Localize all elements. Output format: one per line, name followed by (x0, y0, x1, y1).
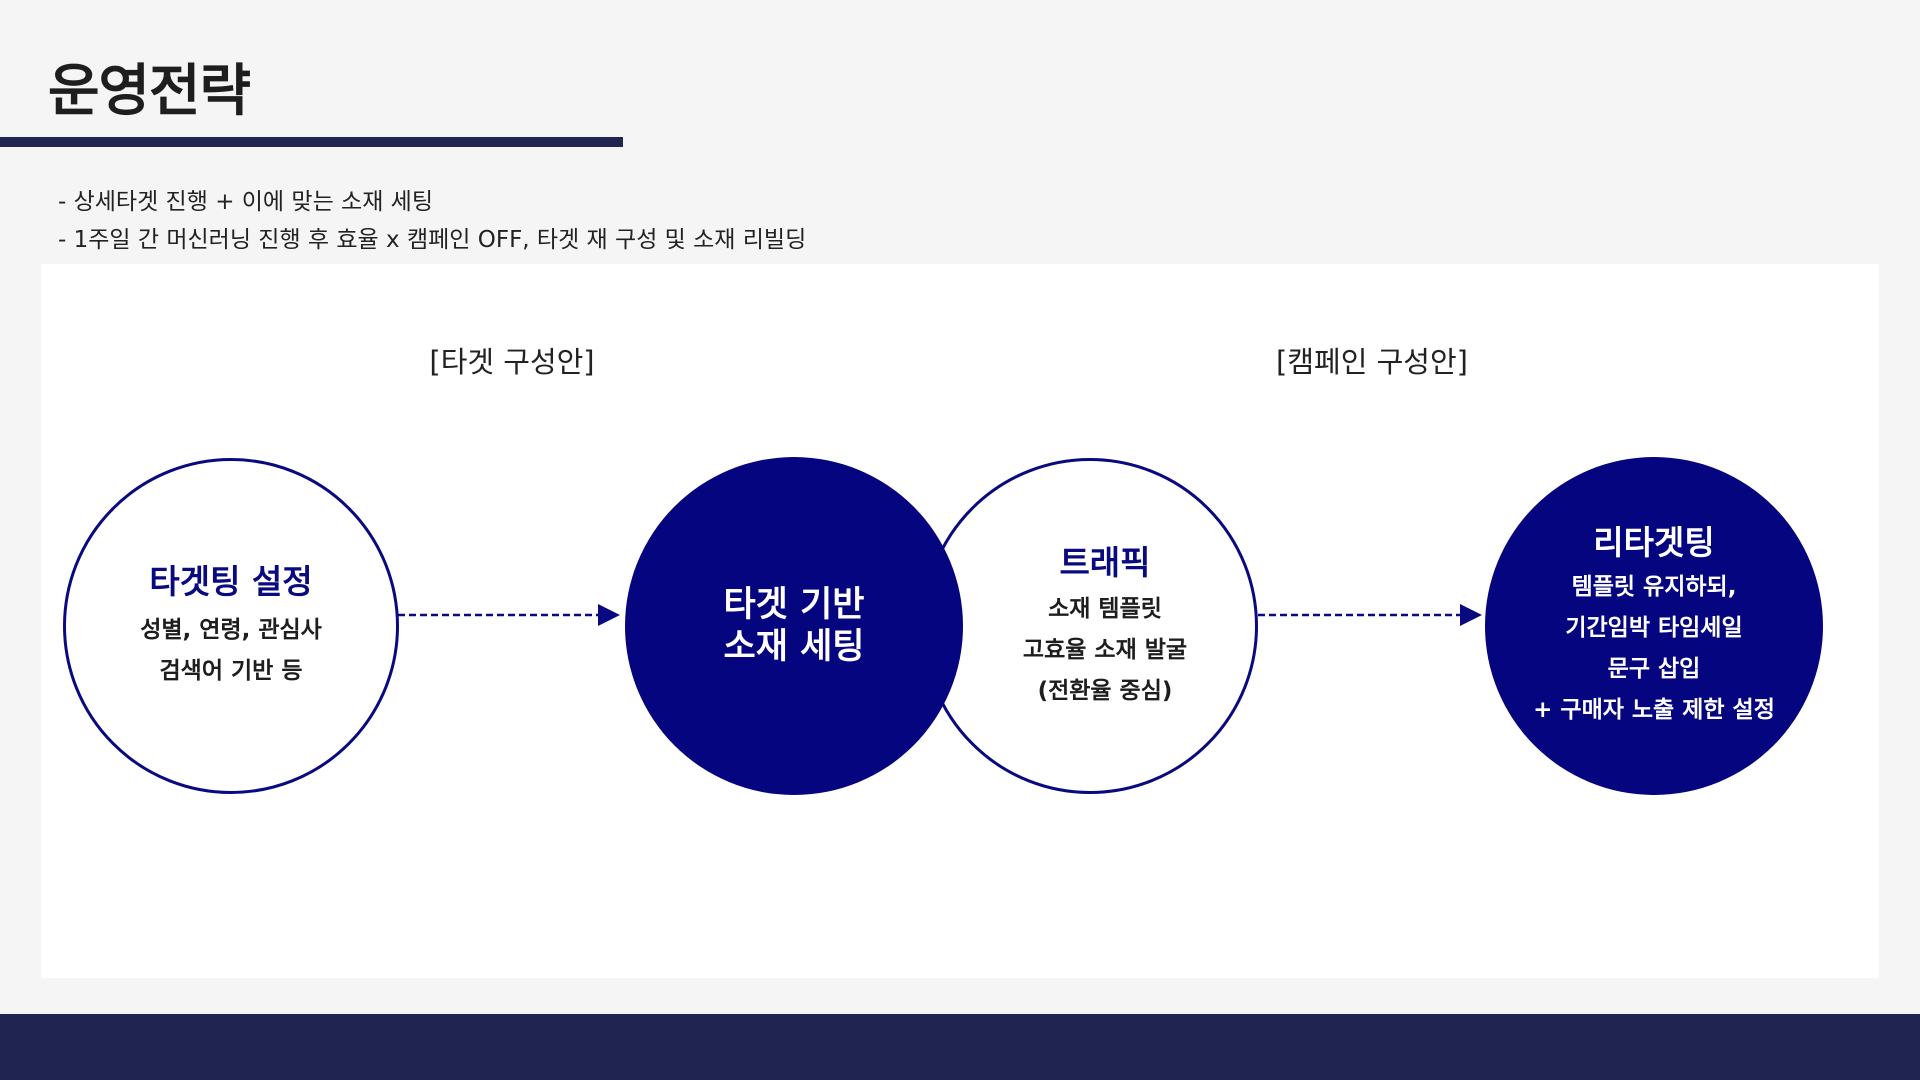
traffic-line: (전환율 중심) (1037, 677, 1173, 704)
footer-bar (0, 1014, 1920, 1080)
campaign-group-label: [캠페인 구성안] (1276, 345, 1468, 379)
retargeting-line: + 구매자 노출 제한 설정 (1533, 697, 1775, 723)
arrow-right-icon (398, 604, 620, 626)
creative-line: 타겟 기반 (723, 585, 865, 625)
retargeting-circle: 리타겟팅 템플릿 유지하되, 기간임박 타임세일 문구 삽입 + 구매자 노출 … (1485, 457, 1823, 795)
targeting-heading: 타겟팅 설정 (149, 562, 313, 601)
retargeting-line: 기간임박 타임세일 (1565, 615, 1743, 641)
target-group-label: [타겟 구성안] (429, 345, 595, 379)
targeting-line: 성별, 연령, 관심사 (140, 617, 322, 643)
traffic-circle: 트래픽 소재 템플릿 고효율 소재 발굴 (전환율 중심) (922, 458, 1258, 794)
bullet-list: - 상세타겟 진행 + 이에 맞는 소재 세팅 - 1주일 간 머신러닝 진행 … (58, 183, 806, 259)
traffic-line: 소재 템플릿 (1048, 595, 1162, 622)
traffic-heading: 트래픽 (1059, 542, 1151, 582)
page-title: 운영전략 (48, 59, 251, 124)
targeting-circle: 타겟팅 설정 성별, 연령, 관심사 검색어 기반 등 (63, 458, 399, 794)
creative-circle: 타겟 기반 소재 세팅 (625, 457, 963, 795)
targeting-line: 검색어 기반 등 (159, 658, 303, 684)
creative-line: 소재 세팅 (723, 627, 865, 667)
title-underline (0, 137, 623, 147)
traffic-content: 트래픽 소재 템플릿 고효율 소재 발굴 (전환율 중심) (993, 541, 1187, 712)
retargeting-line: 템플릿 유지하되, (1571, 574, 1737, 600)
traffic-line: 고효율 소재 발굴 (1022, 636, 1188, 663)
retargeting-line: 문구 삽입 (1607, 656, 1701, 682)
retargeting-heading: 리타겟팅 (1593, 523, 1715, 562)
bullet-item: - 상세타겟 진행 + 이에 맞는 소재 세팅 (58, 189, 433, 215)
bullet-item: - 1주일 간 머신러닝 진행 후 효율 x 캠페인 OFF, 타겟 재 구성 … (58, 227, 807, 253)
arrow-right-icon (1258, 604, 1482, 626)
